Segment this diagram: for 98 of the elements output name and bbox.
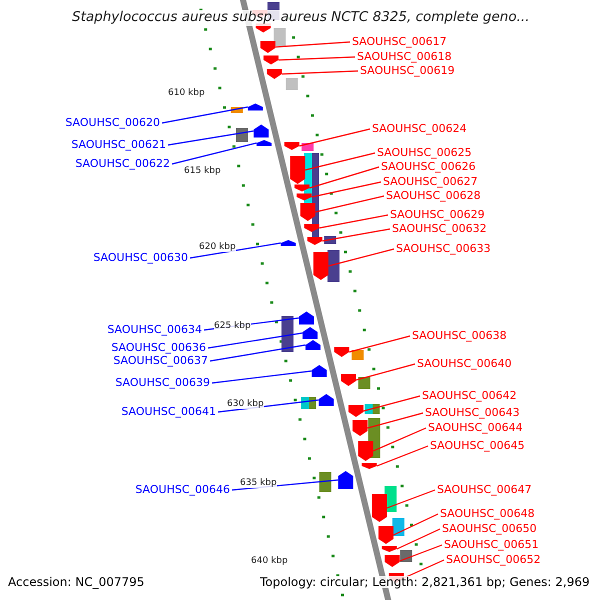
gene-label: SAOUHSC_00629 [390, 209, 485, 220]
gene-label: SAOUHSC_00617 [352, 36, 447, 47]
gene-glyph [300, 203, 316, 221]
gene-label: SAOUHSC_00630 [93, 252, 188, 263]
gene-label: SAOUHSC_00637 [113, 355, 208, 366]
gene-glyph [334, 347, 350, 357]
gene-glyph [254, 124, 269, 138]
gene-glyph [312, 365, 327, 377]
gene-glyph [306, 340, 320, 350]
leader-line [309, 166, 380, 189]
leader-line [278, 56, 356, 61]
gene-label: SAOUHSC_00638 [412, 330, 507, 341]
leader-line [305, 152, 376, 171]
gene-label: SAOUHSC_00642 [422, 390, 517, 401]
gene-glyph [294, 184, 310, 192]
gene-glyph [264, 56, 279, 64]
leader-line [172, 142, 257, 165]
gene-glyph [266, 69, 282, 79]
gene-glyph [296, 194, 312, 200]
scale-label: 625 kbp [214, 322, 251, 331]
leader-line [396, 528, 440, 550]
gene-glyph [304, 224, 320, 232]
scale-label: 615 kbp [184, 167, 221, 176]
gene-glyph [340, 374, 356, 386]
gene-glyph [280, 240, 296, 246]
gene-label: SAOUHSC_00622 [75, 158, 170, 169]
gene-label: SAOUHSC_00645 [430, 440, 525, 451]
leader-line [299, 128, 370, 147]
scale-label: 610 kbp [168, 89, 205, 98]
gene-label: SAOUHSC_00646 [135, 484, 230, 495]
gene-label: SAOUHSC_00650 [442, 523, 537, 534]
gene-glyph [284, 142, 300, 150]
gene-label: SAOUHSC_00620 [65, 117, 160, 128]
gene-label: SAOUHSC_00641 [121, 406, 216, 417]
gene-label: SAOUHSC_00636 [111, 342, 206, 353]
leader-line [322, 228, 390, 242]
leader-line [190, 242, 281, 259]
gene-label: SAOUHSC_00639 [115, 377, 210, 388]
gene-glyph [384, 555, 400, 567]
gene-label: SAOUHSC_00634 [107, 324, 202, 335]
gene-label: SAOUHSC_00651 [444, 539, 539, 550]
leader-line [367, 412, 424, 429]
leader-line [319, 214, 388, 229]
gene-glyph [372, 494, 387, 522]
leader-line [400, 544, 442, 562]
gene-glyph [302, 327, 318, 339]
gene-glyph [358, 441, 374, 461]
gene-glyph [378, 526, 394, 544]
leader-line [328, 248, 394, 267]
leader-line [356, 363, 416, 381]
leader-line [208, 332, 303, 349]
leader-line [282, 70, 358, 75]
gene-glyph [260, 41, 276, 53]
gene-label: SAOUHSC_00652 [446, 554, 541, 565]
leader-line [210, 344, 306, 362]
gene-label: SAOUHSC_00618 [357, 51, 452, 62]
gene-glyph [298, 312, 314, 324]
gene-label: SAOUHSC_00644 [428, 422, 523, 433]
leader-line [363, 395, 420, 412]
gene-label: SAOUHSC_00628 [386, 190, 481, 201]
leader-line [315, 195, 384, 213]
gene-label: SAOUHSC_00643 [425, 407, 520, 418]
gene-label: SAOUHSC_00621 [71, 139, 166, 150]
gene-label: SAOUHSC_00640 [417, 358, 512, 369]
gene-glyph [318, 394, 334, 406]
leader-line [349, 335, 410, 353]
footer-text: Accession: NC_007795 [8, 576, 144, 588]
gene-label: SAOUHSC_00625 [377, 147, 472, 158]
gene-label: SAOUHSC_00624 [372, 123, 467, 134]
gene-glyph [248, 104, 263, 110]
leader-line [212, 370, 312, 384]
scale-label: 640 kbp [251, 557, 288, 566]
gene-label: SAOUHSC_00627 [383, 176, 478, 187]
gene-glyph [348, 405, 364, 417]
leader-line [275, 41, 350, 48]
leader-line [386, 489, 436, 509]
scale-label: 635 kbp [240, 479, 277, 488]
leader-line [168, 130, 254, 146]
leader-line [372, 427, 426, 452]
leader-line [393, 513, 438, 536]
gene-label: SAOUHSC_00632 [392, 223, 487, 234]
footer-text: Topology: circular; Length: 2,821,361 bp; Genes: 2,969 [260, 576, 590, 588]
leader-line [376, 445, 428, 467]
gene-glyph [382, 546, 397, 552]
gene-label: SAOUHSC_00633 [396, 243, 491, 254]
scale-label: 630 kbp [227, 400, 264, 409]
gene-label: SAOUHSC_00619 [360, 65, 455, 76]
leader-line [162, 106, 248, 124]
gene-label: SAOUHSC_00647 [437, 484, 532, 495]
gene-glyph [313, 252, 328, 280]
gene-label: SAOUHSC_00626 [381, 161, 476, 172]
gene-glyph [307, 237, 322, 245]
leader-line [312, 181, 382, 198]
gene-glyph [362, 463, 377, 469]
gene-glyph [338, 471, 354, 489]
gene-label: SAOUHSC_00648 [440, 508, 535, 519]
gene-glyph [256, 140, 272, 146]
scale-label: 620 kbp [199, 243, 236, 252]
